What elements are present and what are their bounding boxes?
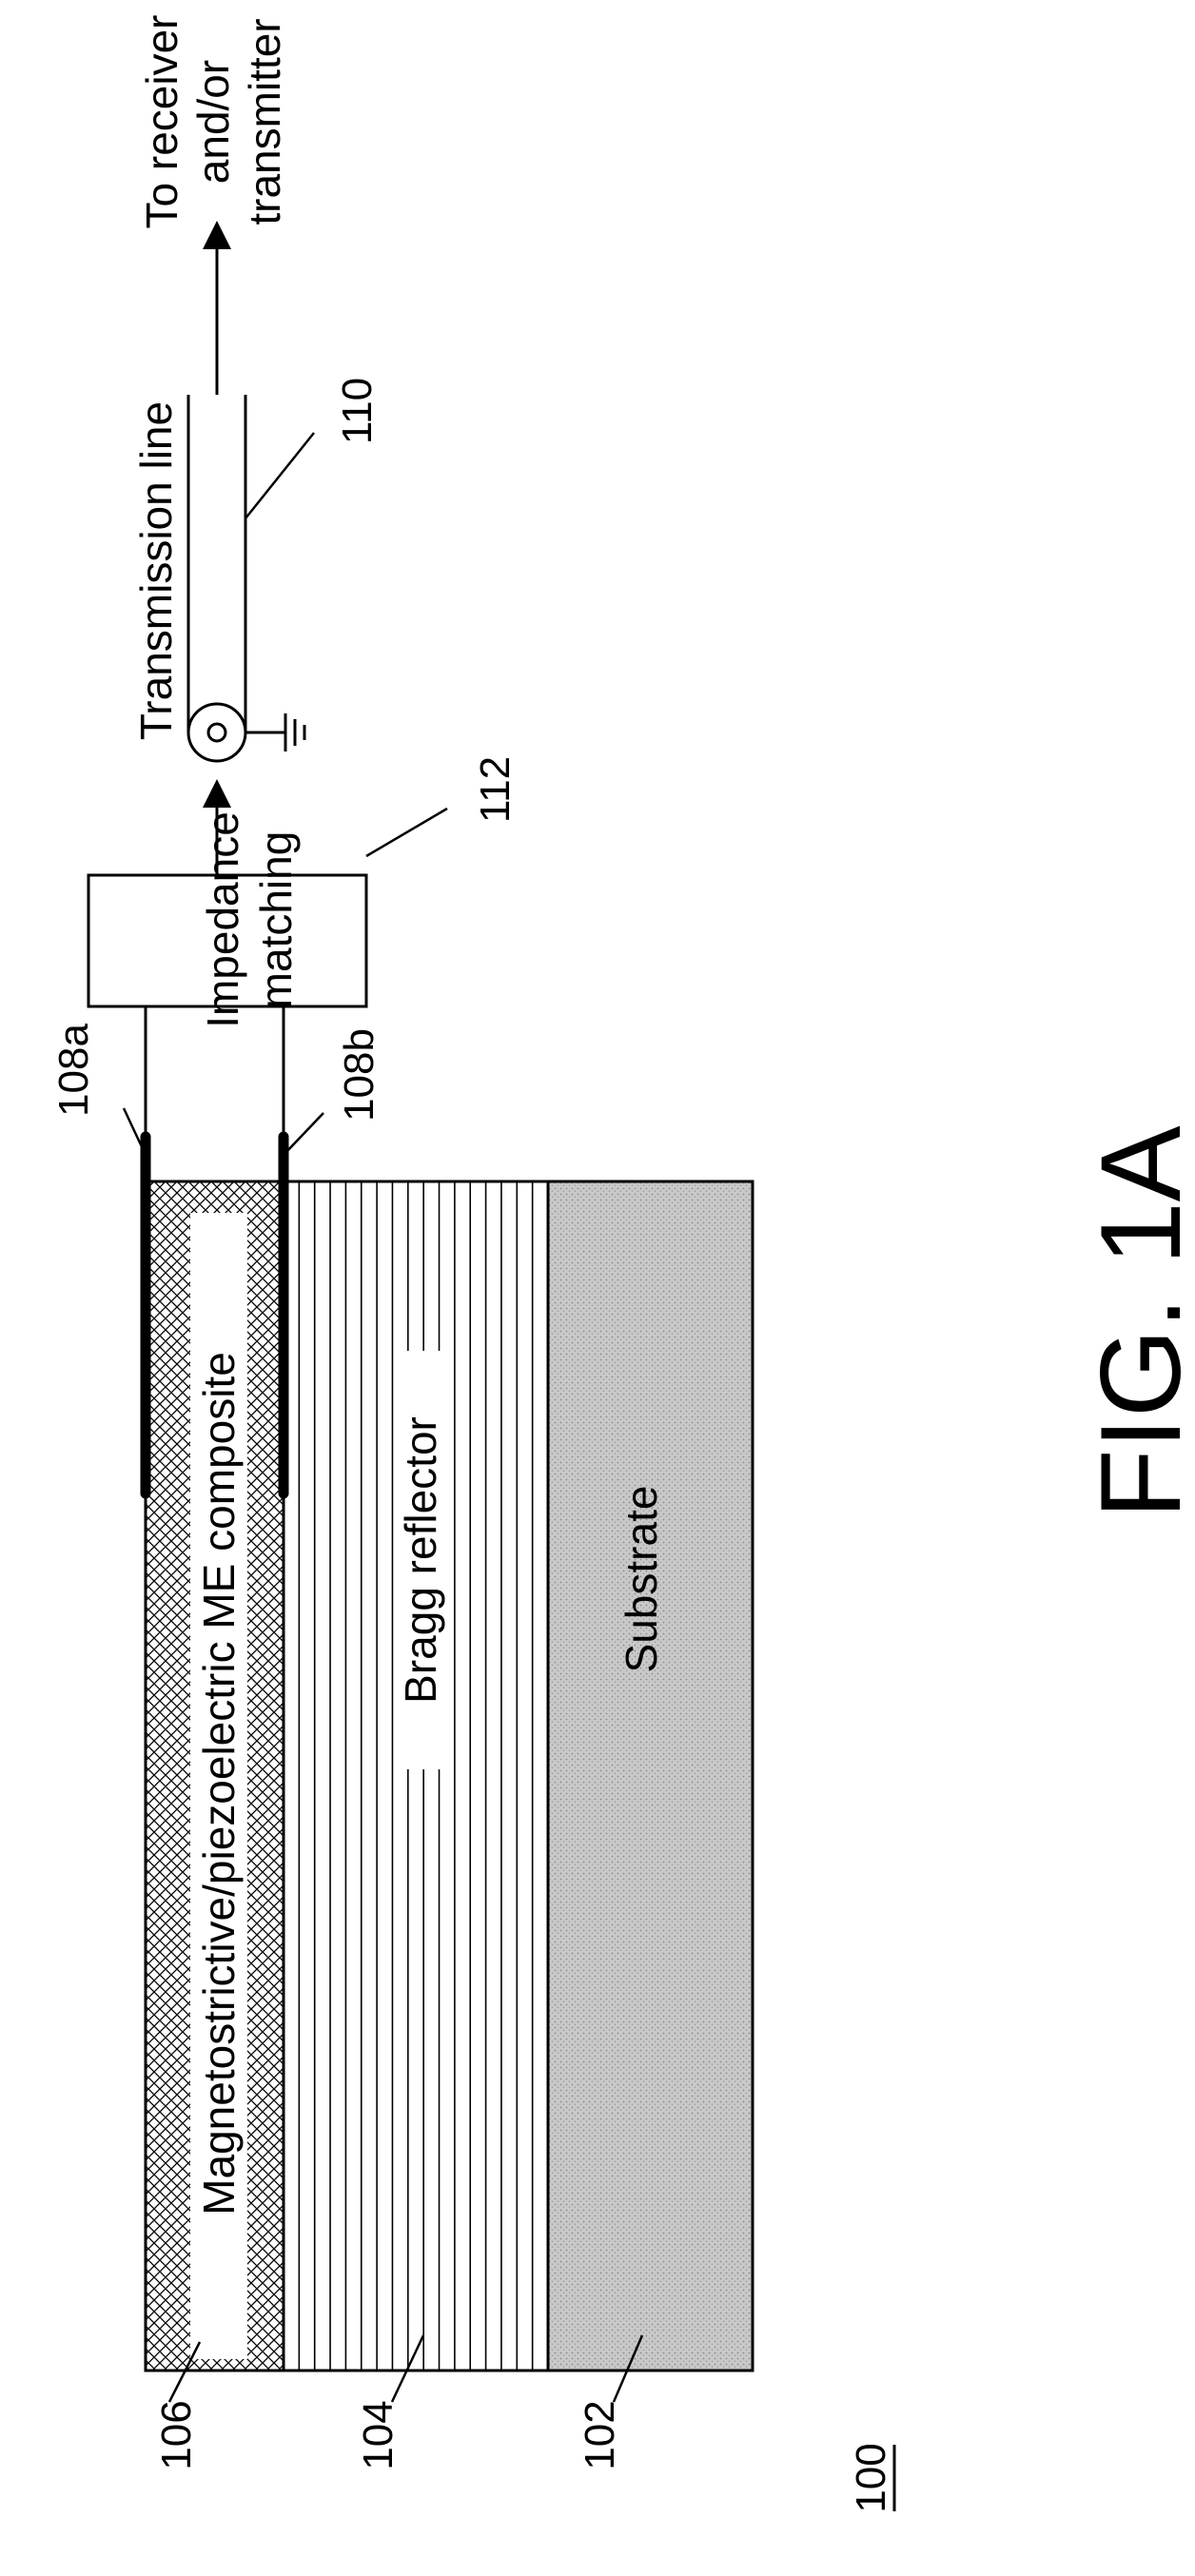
me-composite-label: Magnetostrictive/piezoelectric ME compos…	[194, 1352, 244, 2215]
impedance-matching-line2: matching	[251, 831, 301, 1009]
ref-106: 106	[153, 2400, 200, 2469]
leader-112	[366, 809, 447, 856]
ref-108a: 108a	[50, 1024, 97, 1117]
output-label-line2: and/or	[188, 60, 238, 184]
ref-110: 110	[334, 378, 381, 444]
leader-108a	[124, 1108, 145, 1153]
bragg-reflector-label: Bragg reflector	[396, 1416, 445, 1704]
ref-102: 102	[577, 2400, 623, 2469]
substrate-layer	[548, 1181, 753, 2371]
leader-110	[245, 433, 314, 518]
output-label-line1: To receiver	[137, 15, 186, 229]
output-label-line3: transmitter	[240, 18, 289, 224]
substrate-label: Substrate	[617, 1486, 666, 1673]
ground-icon	[245, 713, 304, 751]
ref-112: 112	[472, 756, 519, 823]
ref-108b: 108b	[336, 1028, 382, 1122]
coax-connector-inner	[208, 724, 225, 741]
ref-104: 104	[355, 2400, 402, 2469]
device-ref-100: 100	[848, 2443, 894, 2512]
figure-label: FIG. 1A	[1077, 1125, 1195, 1518]
leader-108b	[285, 1113, 323, 1153]
impedance-matching-line1: Impedance	[198, 811, 247, 1028]
transmission-line-label: Transmission line	[131, 401, 181, 740]
